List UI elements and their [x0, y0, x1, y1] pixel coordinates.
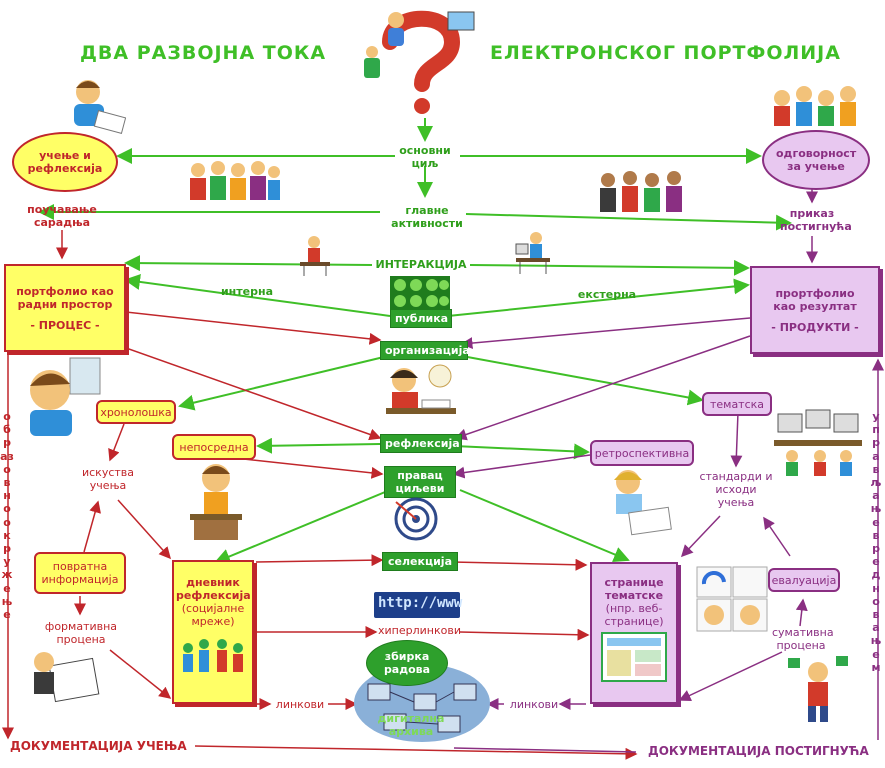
student-organizing-icon	[378, 362, 460, 428]
links-right-label: линкови	[509, 698, 559, 711]
achievement-documentation-label: ДОКУМЕНТАЦИЈА ПОСТИГНУЋА	[648, 744, 869, 758]
students-group-icon	[596, 170, 692, 216]
student-at-desk-icon	[296, 234, 334, 276]
evaluation-management-text: управљање вредновањем	[870, 410, 882, 674]
learning-experiences-label: искуства учења	[81, 466, 135, 492]
evaluation-box: евалуација	[768, 568, 840, 592]
student-at-computer-icon	[514, 230, 554, 274]
reflection-diary-subtitle: (социјалне мреже)	[181, 602, 245, 628]
teaching-cooperation-label: поучавање сарадња	[27, 203, 97, 229]
main-activities-label: главне активности	[391, 204, 463, 230]
question-mark-figure-icon	[352, 2, 490, 116]
digital-archive-globe-icon	[354, 664, 490, 742]
learning-reflection-label: учење и рефлексија	[27, 149, 103, 175]
reflection-box: рефлексија	[380, 434, 462, 453]
summative-assessment-label: сумативна процена	[772, 626, 834, 652]
reflection-diary-title: дневник рефлексија	[176, 576, 251, 602]
responsibility-ellipse: одговорност за учење	[762, 130, 870, 190]
educational-environment-side-label: образовно окружење	[0, 410, 14, 621]
digital-archive-label: дигитална архива	[377, 712, 445, 738]
immediate-box: непосредна	[172, 434, 256, 460]
thematic-pages-title: странице тематске	[604, 576, 664, 602]
portfolio-result-title: прортфолио као резултат	[773, 286, 857, 313]
portfolio-result-box: прортфолио као резултат - ПРОДУКТИ -	[750, 266, 880, 354]
hyperlinks-label: хиперлинкови	[378, 624, 461, 637]
learning-reflection-ellipse: учење и рефлексија	[12, 132, 118, 192]
interaction-label: ИНТЕРАКЦИЈА	[375, 258, 467, 271]
teacher-grading-icon	[30, 646, 100, 706]
children-group-icon	[186, 160, 282, 206]
feedback-box: повратна информација	[34, 552, 126, 594]
direction-goals-box: правац циљеви	[384, 466, 456, 498]
educational-environment-text: образовно окружење	[0, 410, 14, 622]
http-banner-text: http://www	[378, 595, 463, 611]
student-writing-icon	[60, 76, 127, 134]
thematic-pages-box: странице тематске (нпр. веб-странице)	[590, 562, 678, 704]
internal-label: интерна	[220, 285, 274, 298]
title-left: ДВА РАЗВОЈНА ТОКА	[80, 42, 327, 64]
web-page-thumbnail-icon	[601, 632, 667, 685]
social-network-icon	[178, 634, 248, 687]
thematic-box: тематска	[702, 392, 772, 416]
external-label: екстерна	[577, 288, 637, 301]
portfolio-workspace-title: портфолио као радни простор	[16, 284, 114, 311]
reflection-diary-box: дневник рефлексија (социјалне мреже)	[172, 560, 254, 704]
learning-documentation-label: ДОКУМЕНТАЦИЈА УЧЕЊА	[10, 739, 187, 753]
girl-writing-icon	[604, 466, 674, 538]
boy-thinking-icon	[20, 352, 102, 436]
work-collection-ellipse: збирка радова	[366, 640, 448, 686]
standards-outcomes-label: стандарди и исходи учења	[699, 470, 773, 509]
selection-box: селекција	[382, 552, 458, 571]
raised-hands-students-icon	[768, 72, 860, 128]
title-right: ЕЛЕКТРОНСКОГ ПОРТФОЛИЈА	[490, 42, 841, 64]
links-left-label: линкови	[275, 698, 325, 711]
retrospective-box: ретроспективна	[590, 440, 694, 466]
formative-assessment-label: формативна процена	[44, 620, 118, 646]
products-label: - ПРОДУКТИ -	[771, 320, 859, 334]
evaluation-management-side-label: управљање вредновањем	[869, 410, 883, 674]
main-goal-label: основни циљ	[399, 144, 451, 170]
computer-class-icon	[772, 400, 864, 482]
target-icon	[390, 496, 442, 542]
work-collection-label: збирка радова	[383, 650, 431, 676]
portfolio-workspace-box: портфолио као радни простор - ПРОЦЕС -	[4, 264, 126, 352]
organization-box: организација	[380, 341, 470, 360]
chronological-box: хронолошка	[96, 400, 176, 424]
faces-grid-icon	[696, 566, 768, 632]
feedback-label: повратна информација	[41, 560, 119, 586]
boy-writing-icon	[186, 460, 246, 540]
juggling-person-icon	[782, 652, 854, 724]
process-label: - ПРОЦЕС -	[30, 318, 100, 332]
audience-box: публика	[390, 309, 452, 328]
achievement-display-label: приказ постигнућа	[780, 207, 852, 233]
responsibility-label: одговорност за учење	[776, 147, 857, 173]
thematic-pages-subtitle: (нпр. веб-странице)	[604, 602, 664, 628]
http-banner-icon: http://www	[374, 592, 463, 618]
smiley-audience-icon	[390, 276, 450, 310]
